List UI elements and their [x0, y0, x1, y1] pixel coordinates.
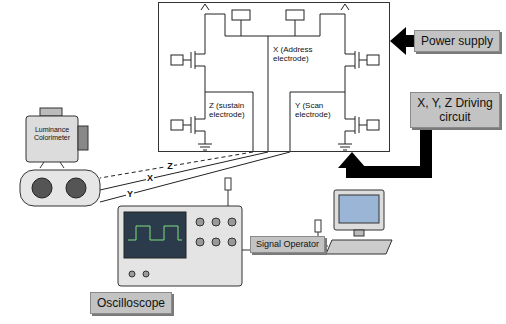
panel-eyepiece — [66, 178, 86, 198]
knob — [228, 218, 236, 226]
node-text: Y (Scan electrode) — [295, 101, 335, 119]
address-bus — [225, 20, 310, 152]
knob — [196, 238, 204, 246]
electrode-wires — [100, 152, 290, 202]
gate-driver — [367, 120, 379, 130]
mosfet-symbol — [183, 51, 205, 69]
keyboard — [326, 240, 392, 254]
node-text: Signal Operator — [256, 239, 319, 250]
node-text: X (Address electrode) — [273, 45, 319, 63]
input-port — [143, 271, 149, 277]
label-box: Power supply — [414, 30, 500, 52]
signal-name: Y — [126, 189, 134, 199]
panel-eyepiece — [32, 178, 52, 198]
panel-housing — [20, 170, 100, 206]
gate-driver — [171, 120, 183, 130]
display-panel — [20, 170, 100, 206]
label-box: Oscilloscope — [90, 292, 172, 314]
node-text: X, Y, Z Driving circuit — [417, 96, 493, 124]
switch-device — [232, 10, 250, 20]
gate-driver — [171, 55, 183, 65]
right-rail — [310, 14, 345, 144]
supply-arrow-symbol — [201, 4, 349, 10]
sustain-stub — [205, 92, 253, 152]
z-wire — [100, 152, 253, 178]
computer — [315, 190, 392, 254]
y-wire — [100, 152, 290, 202]
colorimeter-lens — [78, 126, 88, 150]
oscilloscope-device — [118, 178, 250, 286]
circuit-panel: X (Address electrode) Z (sustain electrod… — [158, 2, 390, 152]
signal-name: Z — [166, 161, 174, 171]
knob — [212, 238, 220, 246]
label-box: X, Y, Z Driving circuit — [410, 92, 500, 128]
monitor — [334, 190, 384, 230]
mosfet-symbol — [183, 116, 205, 134]
switch-device — [286, 10, 304, 20]
input-port — [129, 271, 135, 277]
label-box: Signal Operator — [250, 236, 325, 253]
circuit-wiring — [171, 4, 379, 152]
arrow-head — [390, 27, 406, 55]
block-arrow — [390, 27, 414, 55]
ground-symbol — [198, 144, 212, 150]
scope-body — [118, 206, 242, 286]
monitor-stand — [354, 230, 364, 236]
mosfet-symbol — [345, 116, 367, 134]
x-wire — [100, 152, 268, 190]
colorimeter-body — [26, 116, 78, 162]
arrow-head — [338, 152, 366, 168]
node-text: Oscilloscope — [97, 296, 165, 310]
arrow-stem — [406, 35, 414, 47]
node-text: Power supply — [421, 34, 493, 48]
colorimeter-foot — [40, 162, 64, 168]
knob — [196, 218, 204, 226]
luminance-colorimeter — [26, 108, 88, 168]
probe — [225, 178, 231, 190]
left-rail — [205, 14, 225, 144]
probe-wire — [228, 190, 250, 250]
colorimeter-handle — [40, 108, 62, 116]
mosfet-symbol — [345, 51, 367, 69]
ground-symbol — [338, 144, 352, 150]
knob — [212, 218, 220, 226]
scope-knobs — [129, 218, 236, 277]
monitor-screen — [339, 195, 379, 223]
scope-trace — [128, 226, 182, 240]
scan-stub — [290, 92, 345, 152]
probe — [315, 220, 321, 232]
scope-screen — [124, 212, 186, 258]
knob — [228, 238, 236, 246]
device-label: Luminance Colorimeter — [28, 126, 76, 142]
signal-name: X — [146, 173, 154, 183]
gate-driver — [367, 55, 379, 65]
node-text: Z (sustain electrode) — [209, 101, 249, 119]
block-arrow — [338, 128, 426, 172]
